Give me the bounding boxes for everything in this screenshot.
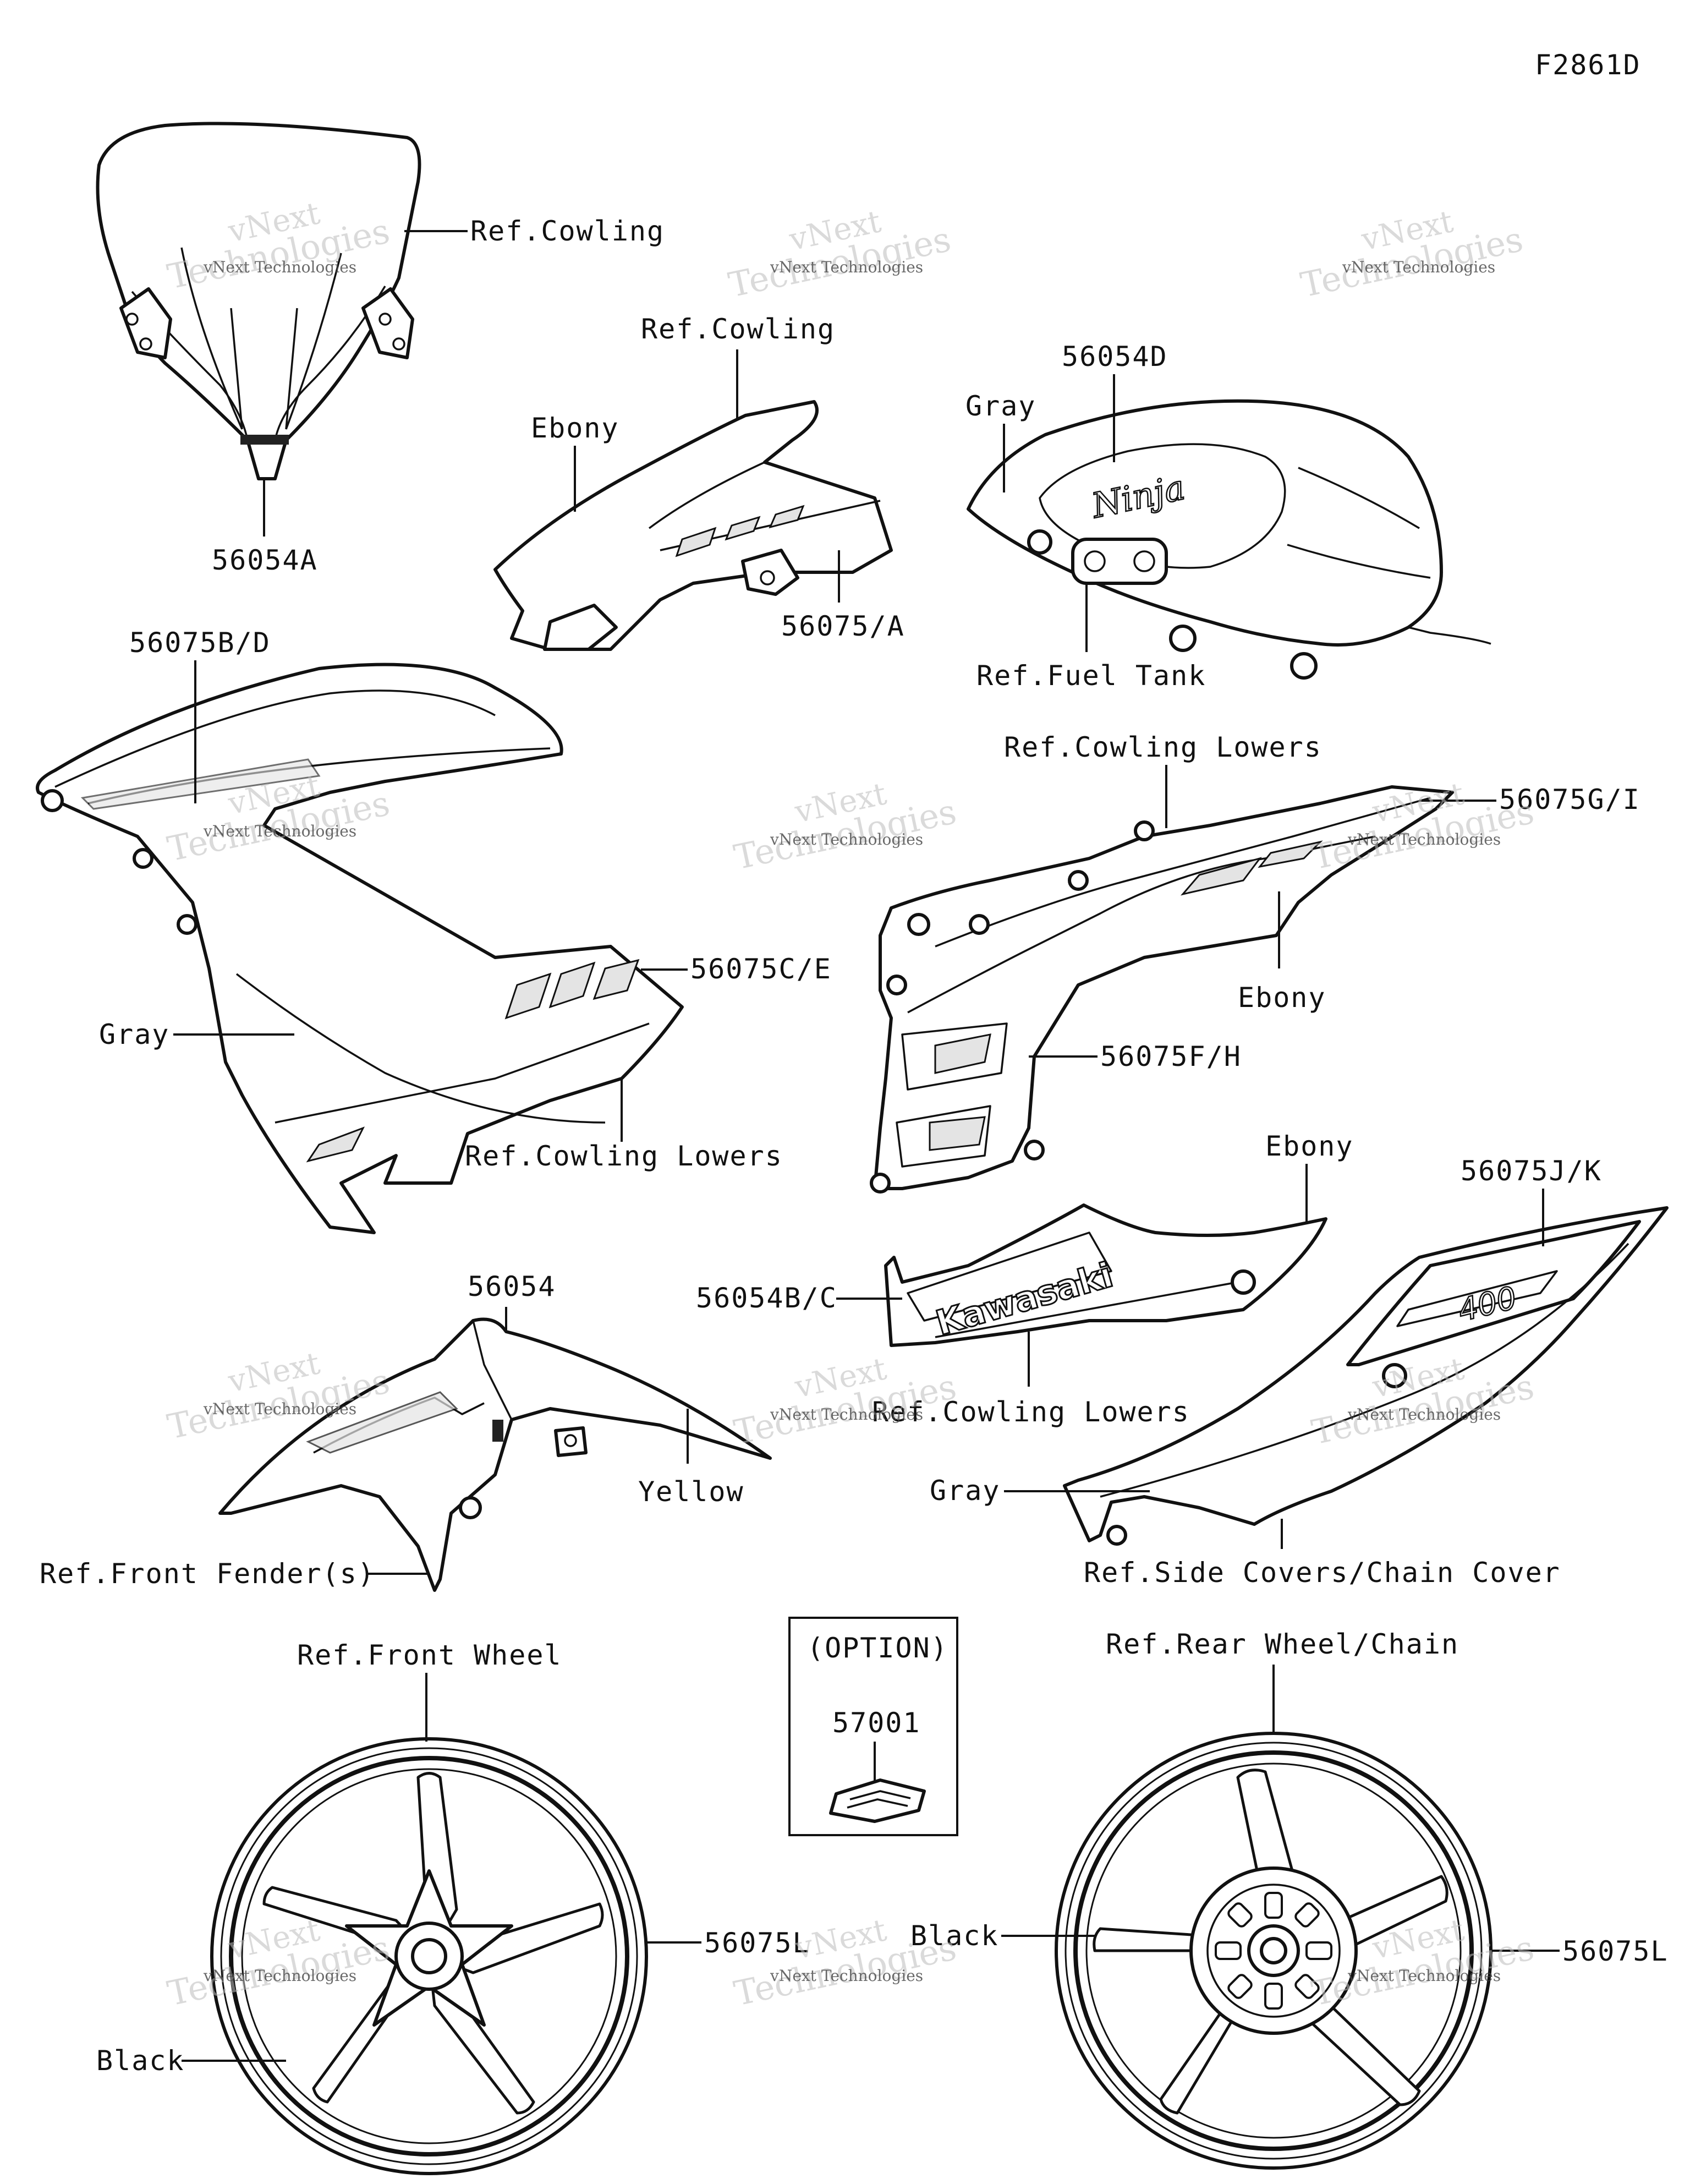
- svg-text:vNext Technologies: vNext Technologies: [1342, 258, 1495, 276]
- option-part-label: 57001: [832, 1707, 921, 1739]
- fender-color-label: Yellow: [638, 1476, 744, 1508]
- lower-cowl-part-label: 56054B/C: [696, 1282, 837, 1314]
- lower-cowl-ref-label: Ref.Cowling Lowers: [872, 1396, 1190, 1428]
- svg-text:vNext Technologies: vNext Technologies: [770, 1967, 923, 1985]
- svg-text:vNext Technologies: vNext Technologies: [203, 1400, 356, 1418]
- fender-part-label: 56054: [468, 1271, 556, 1302]
- option-title-label: (OPTION): [807, 1632, 948, 1664]
- svg-text:vNext Technologies: vNext Technologies: [1347, 1967, 1501, 1985]
- svg-text:vNext Technologies: vNext Technologies: [770, 830, 923, 849]
- windscreen: [96, 122, 421, 480]
- right-cowl-ref-label: Ref.Cowling Lowers: [1004, 731, 1322, 763]
- left-cowl-part-mid-label: 56075C/E: [690, 953, 832, 985]
- left-cowl-color-label: Gray: [99, 1019, 169, 1050]
- right-side-cowl: [870, 785, 1454, 1194]
- figure-code: F2861D: [1535, 49, 1641, 81]
- right-cowl-part-top-label: 56075G/I: [1499, 784, 1640, 815]
- right-cowl-color-label: Ebony: [1238, 982, 1326, 1014]
- left-cowl-part-top-label: 56075B/D: [129, 627, 271, 659]
- svg-text:vNext Technologies: vNext Technologies: [1347, 1405, 1501, 1424]
- windscreen-part-label: 56054A: [212, 544, 318, 576]
- rear-wheel-color-label: Black: [910, 1920, 999, 1952]
- svg-text:vNext Technologies: vNext Technologies: [203, 258, 356, 276]
- svg-text:vNext Technologies: vNext Technologies: [203, 822, 356, 840]
- upper-cowl: [493, 400, 893, 651]
- front-fender: [218, 1317, 772, 1592]
- lower-cowl: Kawasaki: [884, 1203, 1327, 1347]
- svg-text:vNext Technologies: vNext Technologies: [770, 1405, 923, 1424]
- option-box: (OPTION) 57001: [788, 1617, 958, 1836]
- side-cover-part-label: 56075J/K: [1461, 1155, 1602, 1187]
- lower-cowl-color-label: Ebony: [1265, 1130, 1354, 1162]
- svg-text:vNext Technologies: vNext Technologies: [203, 1967, 356, 1985]
- tank-ref-label: Ref.Fuel Tank: [976, 660, 1206, 692]
- right-cowl-part-mid-label: 56075F/H: [1100, 1041, 1242, 1072]
- left-side-cowl: [36, 663, 684, 1234]
- left-cowl-ref-label: Ref.Cowling Lowers: [465, 1140, 783, 1172]
- svg-text:vNext Technologies: vNext Technologies: [770, 258, 923, 276]
- side-cover-ref-label: Ref.Side Covers/Chain Cover: [1084, 1557, 1561, 1589]
- fuel-tank: Ninja: [967, 399, 1491, 680]
- rear-wheel-part-label: 56075L: [1562, 1935, 1669, 1967]
- tank-part-label: 56054D: [1062, 341, 1168, 373]
- side-cover: 400: [1063, 1206, 1669, 1546]
- svg-text:vNext Technologies: vNext Technologies: [1347, 830, 1501, 849]
- front-wheel-part-label: 56075L: [704, 1927, 810, 1959]
- front-wheel-ref-label: Ref.Front Wheel: [297, 1639, 562, 1671]
- upper-cowl-ref-label: Ref.Cowling: [641, 313, 835, 345]
- upper-cowl-part-label: 56075/A: [781, 610, 905, 642]
- windscreen-ref-label: Ref.Cowling: [470, 215, 665, 247]
- rear-wheel: [1055, 1732, 1493, 2170]
- tank-color-label: Gray: [965, 390, 1036, 422]
- upper-cowl-color-label: Ebony: [531, 412, 619, 444]
- fender-ref-label: Ref.Front Fender(s): [40, 1558, 375, 1590]
- front-wheel: [210, 1737, 648, 2175]
- side-cover-color-label: Gray: [930, 1475, 1000, 1507]
- front-wheel-color-label: Black: [96, 2045, 185, 2077]
- rear-wheel-ref-label: Ref.Rear Wheel/Chain: [1106, 1628, 1459, 1660]
